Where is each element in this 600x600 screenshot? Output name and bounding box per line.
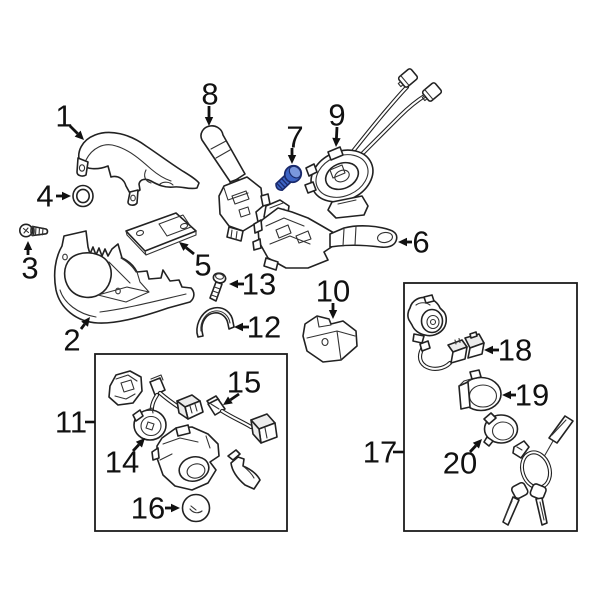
callout-5-arrowhead [179, 242, 189, 251]
part-20-lock-ring [483, 412, 519, 447]
callout-16-arrowhead [171, 503, 180, 513]
part-cap [108, 370, 143, 406]
callout-9-arrowhead [332, 137, 341, 147]
part-14-lock-bezel [132, 407, 167, 441]
callout-9-arrow-line [335, 126, 339, 139]
callout-label-19[interactable]: 19 [515, 378, 549, 413]
part-13-screw[interactable] [209, 272, 227, 302]
callout-label-15[interactable]: 15 [227, 365, 261, 400]
callout-label-8[interactable]: 8 [201, 77, 218, 112]
callout-20-arrowhead [472, 439, 482, 449]
part-18-switch-harness [417, 331, 485, 371]
callout-label-16[interactable]: 16 [131, 491, 165, 526]
part-15-wiring-connector [206, 395, 278, 444]
callout-label-4[interactable]: 4 [36, 179, 53, 214]
callout-1-arrow-line [69, 125, 79, 135]
callout-2-arrowhead [81, 317, 90, 327]
callout-6-arrowhead [398, 237, 407, 247]
part-hook-bracket [227, 449, 261, 490]
callout-18-arrowhead [484, 345, 493, 355]
callout-label-7[interactable]: 7 [286, 120, 303, 155]
part-7-bolt-highlighted[interactable] [272, 162, 305, 194]
callout-3-arrowhead [23, 241, 33, 250]
part-16-disc [181, 493, 211, 523]
callout-7-arrowhead [287, 155, 297, 164]
group-box-11 [94, 353, 288, 532]
group-box-17 [403, 282, 578, 532]
callout-label-2[interactable]: 2 [63, 323, 80, 358]
callout-15-arrow-line [229, 392, 240, 402]
callout-20-arrow-line [468, 444, 477, 453]
part-3-screw[interactable] [18, 223, 49, 238]
part-6-wiper-switch[interactable] [252, 199, 398, 271]
callout-8-arrowhead [204, 117, 214, 126]
part-10-bracket[interactable] [302, 315, 358, 363]
group-17-ignition-switch-kit[interactable] [407, 294, 574, 526]
part-4-ring[interactable] [72, 184, 94, 208]
callout-15-arrowhead [223, 396, 233, 405]
callout-13-arrowhead [229, 279, 238, 289]
callout-2-arrow-line [79, 323, 86, 330]
callout-label-6[interactable]: 6 [412, 225, 429, 260]
callout-label-11[interactable]: 11 [55, 405, 87, 440]
callout-5-arrow-line [185, 246, 195, 256]
callout-10-arrowhead [328, 310, 338, 319]
callout-label-12[interactable]: 12 [247, 310, 281, 345]
callout-label-9[interactable]: 9 [328, 98, 345, 133]
part-lock-housing [151, 424, 220, 491]
callout-label-13[interactable]: 13 [242, 267, 276, 302]
part-12-clip[interactable] [196, 306, 235, 338]
callout-label-10[interactable]: 10 [316, 274, 350, 309]
callout-1-arrowhead [74, 130, 84, 140]
callout-label-14[interactable]: 14 [105, 445, 139, 480]
callout-label-18[interactable]: 18 [498, 333, 532, 368]
part-1-upper-column-cover[interactable] [76, 131, 200, 206]
callout-14-arrowhead [135, 438, 145, 448]
callout-4-arrowhead [62, 191, 71, 201]
callout-19-arrowhead [502, 390, 511, 400]
group-11-ignition-lock-kit[interactable] [108, 370, 278, 523]
part-19-immobilizer-antenna-ring [458, 369, 502, 412]
part-wedge [512, 440, 530, 459]
callout-label-1[interactable]: 1 [55, 99, 72, 134]
part-8-turn-signal-switch[interactable] [200, 125, 271, 242]
callout-label-5[interactable]: 5 [194, 248, 211, 283]
callout-label-20[interactable]: 20 [443, 446, 477, 481]
part-5-plate[interactable] [125, 212, 197, 256]
part-2-lower-column-shroud[interactable] [53, 230, 195, 324]
callout-14-arrow-line [131, 443, 140, 452]
callout-12-arrowhead [234, 322, 243, 332]
callout-label-17[interactable]: 17 [363, 435, 397, 470]
part-ignition-switch [407, 294, 448, 344]
group-boxes-layer [94, 282, 578, 532]
callout-label-3[interactable]: 3 [21, 251, 38, 286]
part-9-clock-spring[interactable] [303, 68, 443, 219]
part-keys [502, 415, 574, 526]
